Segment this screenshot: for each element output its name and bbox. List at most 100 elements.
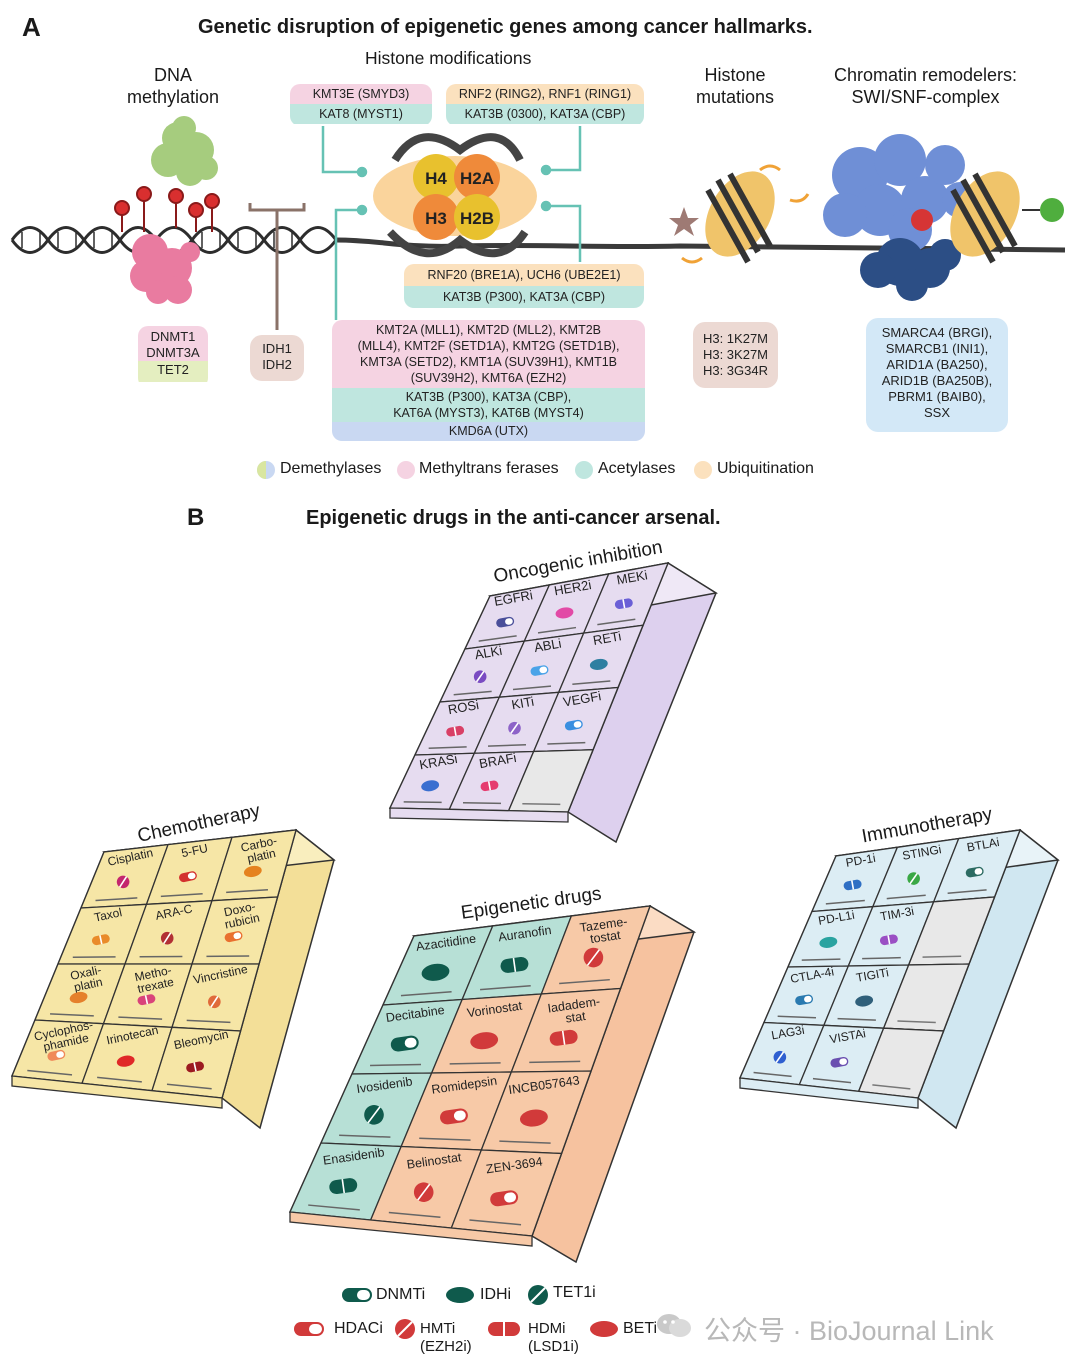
drug-label: Oxali-platin [69,963,105,995]
drug-pill-icon [496,616,515,628]
drug-pill-icon [564,719,583,731]
drug-pill-icon [843,879,862,891]
drug-pill-icon [470,1032,499,1050]
drug-pill-icon [160,931,174,945]
box-rnf2-kat3b: RNF2 (RING2), RNF1 (RING1) KAT3B (0300),… [446,84,644,126]
drug-label: BTLAi [966,835,1001,854]
box-connectors [321,126,582,320]
drug-label: HER2i [553,577,593,598]
drug-pill-icon [855,995,874,1007]
legend-ubiquitination: Ubiquitination [717,460,814,477]
drug-pill-icon [440,1108,468,1125]
histone-modifications-label: Histone modifications [365,48,532,68]
drug-label: Tazeme-tostat [579,914,630,947]
box-kmt-kat-kmd: KMT2A (MLL1), KMT2D (MLL2), KMT2B (MLL4)… [332,320,645,441]
drug-label: TIGITi [855,965,890,984]
drug-pill-icon [186,1061,204,1073]
drug-label: KITi [510,694,535,713]
mutated-nucleosome [669,164,810,264]
histone-h2a: H2A [460,169,494,188]
drug-pill-icon [364,1105,384,1125]
drug-pill-icon [116,875,130,889]
drug-label: 5-FU [180,841,209,860]
legend-idhi: IDHi [480,1286,512,1303]
box-dnmt-tet2: DNMT1 DNMT3A TET2 [138,326,208,388]
drug-label: PD-1i [845,851,877,870]
drug-label: ROSi [447,697,480,717]
histone-octamer [373,133,537,258]
legend-hdmi: HDMi (LSD1i) [528,1320,579,1355]
drug-label: LAG3i [770,1023,805,1043]
box-idh: IDH1 IDH2 [250,335,304,381]
drug-pill-icon [614,598,633,609]
idh-marker [248,203,306,330]
drug-label: MEKi [615,567,648,587]
drug-label: EGFRi [493,587,534,609]
drug-pill-icon [490,1190,519,1207]
drug-label: PD-L1i [817,908,856,928]
drug-pill-icon [208,995,221,1009]
drug-pill-icon [549,1029,578,1046]
swi-snf-complex [823,134,1064,301]
panel-a-legend-dots [257,461,712,479]
legend-acetylases: Acetylases [598,460,676,477]
drug-label: VEGFi [562,688,602,709]
drug-pill-icon [116,1055,135,1067]
drug-pill-icon [390,1035,419,1052]
drug-label: KRASi [418,751,458,772]
methylation-enzyme-green [151,116,218,186]
drug-pill-icon [179,871,197,883]
drug-pill-icon [47,1049,66,1061]
drug-pill-icon [421,780,440,792]
drug-pill-icon [480,780,499,792]
methylation-enzyme-pink [130,234,200,304]
watermark-icon [655,1311,693,1339]
drug-label: VISTAi [828,1026,866,1046]
legend-demethylases: Demethylases [280,460,382,477]
panel-b-letter: B [187,504,205,531]
drug-pill-icon [421,963,450,981]
drug-pill-icon [500,956,529,973]
drug-pill-icon [795,994,814,1006]
drug-label: Taxol [93,905,123,925]
drug-label: ALKi [474,643,504,663]
drug-label: TIM-3i [879,904,915,924]
legend-methyltransferases: Methyltrans ferases [419,460,559,477]
box-h3-mutations: H3: 1K27M H3: 3K27M H3: 3G34R [693,322,778,388]
drug-label: BRAFi [478,750,518,771]
drug-pill-icon [508,721,521,735]
drug-label: Carbo-platin [240,833,281,866]
legend-tet1i: TET1i [553,1284,596,1301]
panel-b-title: Epigenetic drugs in the anti-cancer arse… [306,507,721,529]
drug-pill-icon [589,658,608,670]
watermark-text: 公众号 · BioJournal Link [704,1316,994,1346]
drug-label: ABLi [533,636,563,656]
drug-pill-icon [413,1182,434,1202]
drug-pill-icon [555,607,574,619]
methyl-group-pins [114,186,220,232]
chromatin-remodelers-label: Chromatin remodelers:SWI/SNF-complex [833,65,1018,107]
drug-pill-icon [907,872,920,885]
drug-pill-icon [329,1178,358,1195]
histone-h4: H4 [425,169,447,188]
box-swi-snf-genes: SMARCA4 (BRGI), SMARCB1 (INI1), ARID1A (… [866,318,1008,432]
drug-label: RETi [592,628,623,648]
legend-hdaci: HDACi [334,1320,383,1337]
box-kmt3e-kat8: KMT3E (SMYD3) KAT8 (MYST1) [290,84,432,126]
drug-pill-icon [446,725,465,737]
drug-pill-icon [137,994,156,1006]
box-rnf20-kat3b: RNF20 (BRE1A), UCH6 (UBE2E1) KAT3B (P300… [404,264,644,308]
histone-h3: H3 [425,209,447,228]
drug-pill-icon [965,866,984,878]
histone-h2b: H2B [460,209,494,228]
drug-label: STINGi [901,842,942,863]
legend-dnmti: DNMTi [376,1286,426,1303]
drug-pill-icon [583,947,604,968]
drug-pill-icon [773,1050,787,1064]
